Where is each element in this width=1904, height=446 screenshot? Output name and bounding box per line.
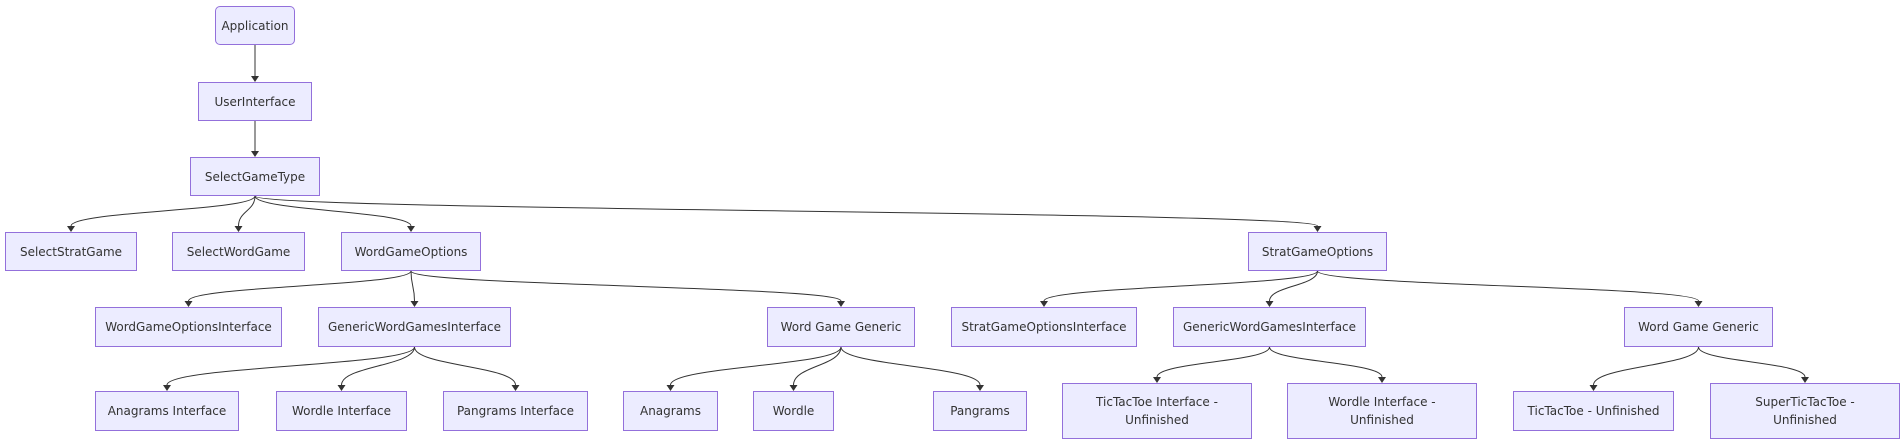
edge-generic_word_games_interface_word-to-anagrams_interface <box>166 346 415 386</box>
node-pangrams: Pangrams <box>933 391 1027 431</box>
node-word-game-options: WordGameOptions <box>341 232 481 271</box>
node-anagrams-interface-label: Anagrams Interface <box>107 404 227 418</box>
node-strat-game-options: StratGameOptions <box>1248 232 1387 271</box>
node-supertictactoe: SuperTicTacToe - Unfinished <box>1710 383 1900 439</box>
node-user-interface-label: UserInterface <box>214 94 296 109</box>
node-word-game-options-interface-label: WordGameOptionsInterface <box>105 320 272 334</box>
arrowhead-pangrams <box>976 385 984 391</box>
edge-strat_game_options-to-generic_word_games_interface_strat <box>1269 270 1318 302</box>
node-wordle-label: Wordle <box>772 404 815 418</box>
arrowhead-strat_game_options_interface <box>1040 301 1048 307</box>
node-strat-game-options-interface: StratGameOptionsInterface <box>951 307 1137 347</box>
edge-strat_game_options-to-strat_game_options_interface <box>1043 270 1318 302</box>
arrowhead-anagrams <box>666 385 675 391</box>
node-strat-game-options-label: StratGameOptions <box>1261 244 1374 259</box>
arrowhead-select_word_game <box>234 226 243 232</box>
edge-word_game_generic_strat-to-supertictactoe <box>1698 346 1806 378</box>
node-pangrams-label: Pangrams <box>950 404 1010 418</box>
arrowhead-pangrams_interface <box>511 385 520 391</box>
node-pangrams-interface-label: Pangrams Interface <box>456 404 575 418</box>
node-select-game-type: SelectGameType <box>190 157 320 196</box>
node-word-game-generic-word-label: Word Game Generic <box>780 320 902 334</box>
node-word-game-generic-strat-label: Word Game Generic <box>1638 320 1759 334</box>
node-anagrams-label: Anagrams <box>639 404 701 418</box>
edge-generic_word_games_interface_strat-to-tictactoe_interface <box>1156 346 1270 378</box>
node-supertictactoe-line1: SuperTicTacToe - <box>1755 395 1855 409</box>
edge-word_game_options-to-word_game_generic_word <box>410 270 842 302</box>
node-supertictactoe-text: SuperTicTacToe - Unfinished <box>1755 393 1855 429</box>
node-select-word-game: SelectWordGame <box>172 232 305 271</box>
node-wordle-interface: Wordle Interface <box>276 391 407 431</box>
arrowhead-wordle_interface_unfinished <box>1378 377 1386 383</box>
edge-word_game_generic_strat-to-tictactoe_unfinished <box>1593 346 1699 386</box>
node-word-game-generic-word: Word Game Generic <box>767 307 915 347</box>
arrowhead-tictactoe_interface <box>1153 377 1161 383</box>
arrowhead-tictactoe_unfinished <box>1589 385 1598 391</box>
node-word-game-options-label: WordGameOptions <box>354 244 468 259</box>
node-wordle: Wordle <box>753 391 834 431</box>
node-select-word-game-label: SelectWordGame <box>186 244 291 259</box>
edge-select_game_type-to-select_strat_game <box>70 195 256 227</box>
arrowhead-generic_word_games_interface_strat <box>1265 301 1274 307</box>
node-tictactoe-interface-text: TicTacToe Interface - Unfinished <box>1096 393 1218 429</box>
node-word-game-options-interface: WordGameOptionsInterface <box>95 307 282 347</box>
node-wordle-interface-unfinished-line2: Unfinished <box>1350 413 1414 427</box>
arrowhead-select_game_type <box>251 151 259 157</box>
edge-generic_word_games_interface_strat-to-wordle_interface_unfinished <box>1269 346 1383 378</box>
arrowhead-wordle <box>789 385 798 391</box>
node-pangrams-interface: Pangrams Interface <box>443 391 588 431</box>
node-anagrams-interface: Anagrams Interface <box>95 391 239 431</box>
arrowhead-word_game_options_interface <box>184 301 193 307</box>
arrowhead-word_game_options <box>407 226 415 232</box>
edge-generic_word_games_interface_word-to-wordle_interface <box>341 346 415 386</box>
edge-word_game_generic_word-to-pangrams <box>840 346 981 386</box>
arrowhead-word_game_generic_strat <box>1694 301 1703 307</box>
node-select-strat-game: SelectStratGame <box>5 232 137 271</box>
node-select-game-type-label: SelectGameType <box>204 169 306 184</box>
arrowhead-word_game_generic_word <box>837 301 845 307</box>
node-tictactoe-interface-line2: Unfinished <box>1125 413 1189 427</box>
node-tictactoe-unfinished-label: TicTacToe - Unfinished <box>1527 404 1660 418</box>
node-word-game-generic-strat: Word Game Generic <box>1624 307 1773 347</box>
node-wordle-interface-label: Wordle Interface <box>291 404 392 418</box>
arrowhead-strat_game_options <box>1313 226 1322 232</box>
node-generic-word-games-interface-word: GenericWordGamesInterface <box>318 307 511 347</box>
node-anagrams: Anagrams <box>623 391 718 431</box>
node-tictactoe-unfinished: TicTacToe - Unfinished <box>1513 391 1674 431</box>
arrowhead-anagrams_interface <box>163 385 171 391</box>
edge-word_game_generic_word-to-anagrams <box>670 346 842 386</box>
edge-generic_word_games_interface_word-to-pangrams_interface <box>414 346 516 386</box>
arrowhead-generic_word_games_interface_word <box>410 301 419 307</box>
node-strat-game-options-interface-label: StratGameOptionsInterface <box>961 320 1127 334</box>
node-application: Application <box>215 6 295 45</box>
edge-strat_game_options-to-word_game_generic_strat <box>1317 270 1699 302</box>
node-supertictactoe-line2: Unfinished <box>1773 413 1837 427</box>
node-generic-word-games-interface-word-label: GenericWordGamesInterface <box>327 320 502 334</box>
node-wordle-interface-unfinished: Wordle Interface - Unfinished <box>1287 383 1477 439</box>
arrowhead-user_interface <box>251 76 259 82</box>
edge-select_game_type-to-select_word_game <box>238 195 256 227</box>
edge-word_game_options-to-word_game_options_interface <box>188 270 412 302</box>
arrowhead-wordle_interface <box>337 385 346 391</box>
node-wordle-interface-unfinished-text: Wordle Interface - Unfinished <box>1328 393 1435 429</box>
node-tictactoe-interface-line1: TicTacToe Interface - <box>1096 395 1218 409</box>
edge-select_game_type-to-strat_game_options <box>254 195 1318 227</box>
edge-word_game_generic_word-to-wordle <box>793 346 842 386</box>
node-application-label: Application <box>221 18 289 33</box>
node-generic-word-games-interface-strat: GenericWordGamesInterface <box>1173 307 1366 347</box>
arrowhead-supertictactoe <box>1801 377 1809 383</box>
node-select-strat-game-label: SelectStratGame <box>19 244 123 259</box>
node-generic-word-games-interface-strat-label: GenericWordGamesInterface <box>1182 320 1357 334</box>
node-user-interface: UserInterface <box>198 82 312 121</box>
edge-word_game_options-to-generic_word_games_interface_word <box>410 270 415 302</box>
edge-select_game_type-to-word_game_options <box>254 195 412 227</box>
arrowhead-select_strat_game <box>67 226 75 232</box>
node-tictactoe-interface: TicTacToe Interface - Unfinished <box>1062 383 1252 439</box>
node-wordle-interface-unfinished-line1: Wordle Interface - <box>1328 395 1436 409</box>
